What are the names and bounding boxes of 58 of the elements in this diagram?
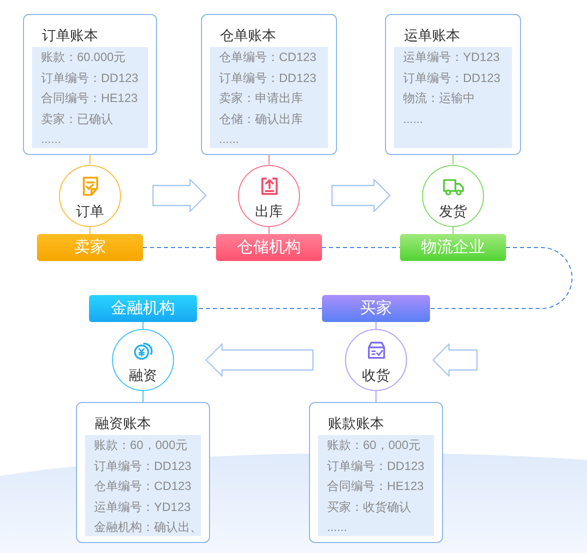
info-line: 订单编号：DD123: [326, 458, 426, 475]
block-arrow: [331, 178, 391, 212]
connector-line: [268, 226, 270, 234]
connector-line: [142, 322, 144, 330]
ledger-card: [201, 14, 337, 155]
info-line: 卖家：申请出库: [218, 90, 304, 108]
ledger-card: [385, 14, 521, 155]
info-line: 账款：60，000元: [326, 437, 422, 454]
info-line: 订单编号：DD123: [218, 70, 318, 87]
step-label: 融资: [129, 366, 157, 384]
block-arrow: [432, 343, 478, 377]
step-label: 收货: [362, 366, 390, 384]
ledger-card: [76, 402, 210, 543]
info-line: ......: [326, 519, 348, 536]
info-line: 仓储：确认出库: [218, 110, 304, 128]
dashed-line: [142, 247, 216, 248]
card-title: 订单账本: [42, 26, 98, 45]
connector-line: [142, 390, 144, 402]
ledger-card: [23, 14, 157, 155]
card-title: 融资账本: [95, 414, 151, 433]
info-line: 订单编号：DD123: [40, 70, 140, 87]
info-line: 仓单编号：CD123: [93, 478, 192, 496]
role-banner: 卖家: [37, 234, 143, 261]
info-line: 运单编号：YD123: [93, 498, 192, 516]
dashed-line: [196, 308, 322, 309]
card-title: 运单账本: [404, 26, 460, 45]
info-line: 运单编号：YD123: [402, 49, 501, 66]
info-line: ......: [40, 131, 62, 148]
role-banner: 买家: [322, 295, 430, 322]
connector-line: [452, 226, 454, 234]
ledger-card: [309, 402, 443, 543]
info-line: 账款：60，000元: [93, 437, 188, 454]
connector-line: [452, 154, 454, 165]
card-title: 账款账本: [328, 414, 384, 433]
role-banner: 物流企业: [400, 234, 506, 261]
role-banner: 仓储机构: [216, 234, 322, 261]
info-line: 仓单编号：CD123: [218, 49, 318, 66]
step-label: 出库: [255, 202, 283, 220]
connector-line: [268, 154, 270, 165]
info-line: 买家：收货确认: [326, 498, 412, 516]
info-line: 合同编号：HE123: [40, 90, 139, 108]
role-banner: 金融机构: [89, 295, 197, 322]
step-label: 订单: [76, 202, 104, 220]
step-label: 发货: [439, 202, 467, 220]
info-line: 合同编号：HE123: [326, 478, 425, 496]
block-arrow: [152, 178, 207, 212]
info-line: 账款：60.000元: [40, 49, 127, 66]
info-line: 订单编号：DD123: [402, 70, 502, 87]
card-title: 仓单账本: [220, 26, 276, 45]
block-arrow: [205, 343, 314, 377]
info-line: 物流：运输中: [402, 90, 476, 108]
info-line: ......: [402, 110, 424, 128]
info-line: 卖家：已确认: [40, 110, 114, 128]
info-line: 金融机构：确认出、: [93, 519, 201, 536]
dashed-line: [322, 247, 400, 248]
info-line: 订单编号：DD123: [93, 458, 192, 475]
dashed-line: [430, 247, 572, 309]
info-line: ......: [218, 131, 240, 148]
